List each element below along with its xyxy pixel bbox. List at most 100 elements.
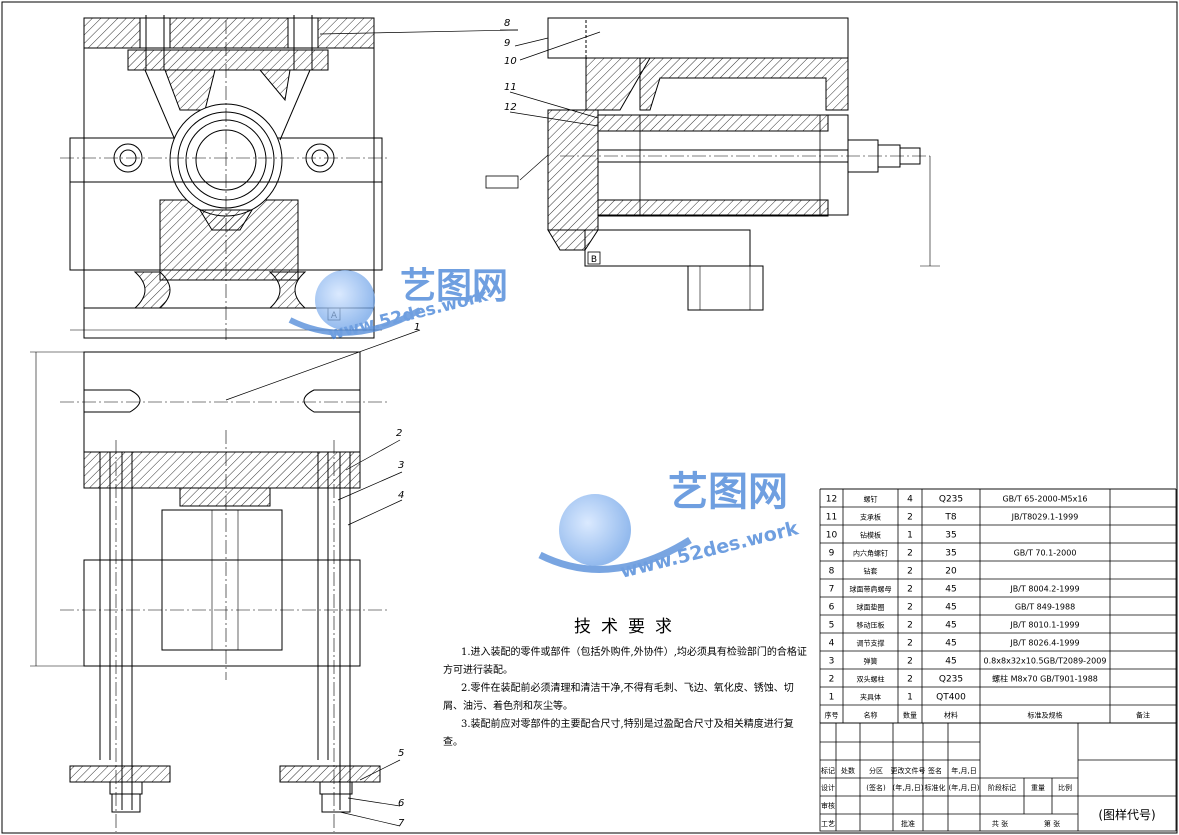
callout-6: 6 — [398, 798, 404, 809]
tb-std-sign: (年,月,日) — [949, 783, 980, 792]
bom-row-qty: 2 — [907, 513, 913, 523]
bom-row-no: 1 — [829, 693, 835, 703]
tb-mark: 标记 — [821, 766, 835, 775]
bom-row-name: 螺钉 — [864, 495, 878, 504]
bom-row-material: T8 — [944, 513, 956, 523]
bom-row-name: 支承板 — [860, 513, 881, 522]
bom-row-material: Q235 — [939, 495, 963, 505]
tb-change-no: 更改文件号 — [891, 766, 926, 775]
callout-4: 4 — [398, 490, 404, 501]
bom-row-qty: 2 — [907, 585, 913, 595]
bom-header-name: 名称 — [864, 711, 878, 720]
tb-design-sign: (签名) — [866, 783, 886, 792]
tb-scale: 比例 — [1058, 783, 1072, 792]
callout-11: 11 — [504, 82, 517, 93]
bom-row-no: 9 — [829, 549, 835, 559]
bom-row-material: 45 — [945, 657, 956, 667]
callout-8: 8 — [504, 18, 510, 29]
bom-row-standard: GB/T 70.1-2000 — [1014, 549, 1077, 558]
tb-signature: 签名 — [928, 766, 942, 775]
technical-requirements: 技术要求 1.进入装配的零件或部件（包括外购件,外协件）,均必须具有检验部门的合… — [443, 618, 813, 752]
tb-sheets-total: 共 张 — [992, 819, 1008, 828]
bottom-left-view — [30, 351, 390, 832]
bom-row-material: 35 — [945, 531, 956, 541]
bom-row-standard: 螺柱 M8x70 GB/T901-1988 — [992, 674, 1098, 684]
bom-row-material: QT400 — [936, 693, 966, 703]
bom-row-standard: JB/T8029.1-1999 — [1011, 513, 1079, 522]
tb-process: 工艺 — [821, 820, 835, 828]
callout-labels: 8 9 10 11 12 1 2 3 4 5 6 7 — [396, 18, 517, 829]
bom-row-qty: 2 — [907, 675, 913, 685]
bom-row-name: 移动压板 — [857, 621, 885, 630]
callout-9: 9 — [504, 38, 510, 49]
watermark-top: 艺图网 www.52des.work — [288, 266, 508, 345]
tb-weight: 重量 — [1031, 784, 1045, 792]
bom-header-remark: 备注 — [1136, 711, 1150, 720]
callout-12: 12 — [504, 102, 517, 113]
tech-item-1: 1.进入装配的零件或部件（包括外购件,外协件）,均必须具有检验部门的合格证方可进… — [443, 647, 807, 676]
bom-row-standard: GB/T 849-1988 — [1015, 603, 1075, 612]
tech-item-3: 3.装配前应对零部件的主要配合尺寸,特别是过盈配合尺寸及相关精度进行复查。 — [443, 719, 794, 748]
bom-row-material: Q235 — [939, 675, 963, 685]
callout-3: 3 — [398, 460, 404, 471]
bom-row-material: 45 — [945, 621, 956, 631]
bom-row-name: 内六角螺钉 — [853, 549, 888, 558]
bom-row-material: 20 — [945, 567, 957, 577]
bom-row-qty: 2 — [907, 603, 913, 613]
bom-row-no: 10 — [826, 531, 838, 541]
tb-design: 设计 — [821, 783, 835, 792]
top-right-view — [485, 17, 940, 311]
bom-header-qty: 数量 — [903, 711, 917, 720]
bom-row-material: 45 — [945, 639, 956, 649]
bom-row-qty: 1 — [907, 693, 913, 703]
tb-date: 年,月,日 — [951, 766, 976, 775]
bom-row-name: 球面带肩螺母 — [850, 585, 892, 594]
bom-row-no: 3 — [829, 657, 835, 667]
bom-row-standard: 0.8x8x32x10.5GB/T2089-2009 — [984, 657, 1107, 666]
callout-2: 2 — [396, 428, 402, 439]
watermark-middle: 艺图网 www.52des.work — [538, 469, 801, 583]
bom-row-no: 12 — [826, 495, 837, 505]
bom-row-no: 4 — [829, 639, 835, 649]
tb-drawing-code: (图样代号) — [1098, 807, 1155, 822]
bom-row-qty: 2 — [907, 621, 913, 631]
bom-row-name: 钻模板 — [860, 531, 881, 540]
bom-row-name: 夹具体 — [860, 693, 881, 702]
bom-row-name: 调节支撑 — [857, 639, 885, 648]
tb-zone: 分区 — [869, 766, 883, 775]
bom-header-standard: 标准及规格 — [1028, 711, 1063, 720]
tech-item-2: 2.零件在装配前必须清理和清洁干净,不得有毛刺、飞边、氧化皮、锈蚀、切屑、油污、… — [443, 683, 794, 712]
callout-10: 10 — [504, 56, 517, 67]
bom-row-standard: JB/T 8026.4-1999 — [1009, 639, 1079, 648]
bom-row-qty: 2 — [907, 639, 913, 649]
tb-standardization: 标准化 — [925, 783, 946, 792]
bom-row-no: 2 — [829, 675, 835, 685]
bom-row-name: 双头螺柱 — [857, 675, 885, 684]
bom-row-no: 8 — [829, 567, 835, 577]
bom-row-material: 45 — [945, 585, 956, 595]
bom-row-name: 弹簧 — [864, 657, 878, 666]
tb-review: 审核 — [821, 801, 835, 810]
tb-approve: 批准 — [901, 819, 915, 828]
bom-header-no: 序号 — [825, 711, 839, 720]
bom-row-no: 6 — [829, 603, 835, 613]
bom-row-qty: 2 — [907, 549, 913, 559]
bom-row-name: 钻套 — [864, 567, 878, 576]
bom-row-qty: 4 — [907, 495, 913, 505]
callout-5: 5 — [398, 748, 404, 759]
bom-row-no: 7 — [829, 585, 835, 595]
bom-row-no: 11 — [826, 513, 837, 523]
watermark-brand-2: 艺图网 — [668, 469, 788, 515]
leader-lines — [225, 29, 601, 827]
bom-row-standard: JB/T 8004.2-1999 — [1009, 585, 1079, 594]
tb-sheet-no: 第 张 — [1044, 819, 1060, 828]
bom-row-no: 5 — [829, 621, 835, 631]
bom-row-standard: JB/T 8010.1-1999 — [1009, 621, 1079, 630]
bom-row-qty: 2 — [907, 567, 913, 577]
callout-1: 1 — [414, 322, 420, 333]
watermark-url-2: www.52des.work — [618, 517, 801, 583]
title-block — [819, 722, 1177, 832]
bom-row-qty: 1 — [907, 531, 913, 541]
section-mark-b: B — [591, 255, 597, 265]
